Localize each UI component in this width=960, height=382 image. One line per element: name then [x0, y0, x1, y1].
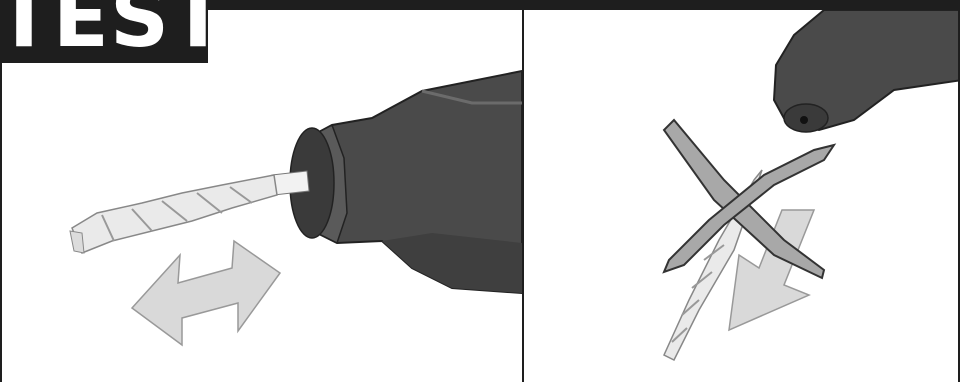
- drill-bit-play-check-icon: [2, 63, 524, 382]
- drill-bit-pull-out-prohibited-icon: [524, 10, 960, 382]
- left-illustration-panel: [0, 63, 524, 382]
- header-label: TEST: [0, 0, 227, 60]
- header-tab: TEST: [0, 0, 208, 63]
- right-illustration-panel: [522, 10, 960, 382]
